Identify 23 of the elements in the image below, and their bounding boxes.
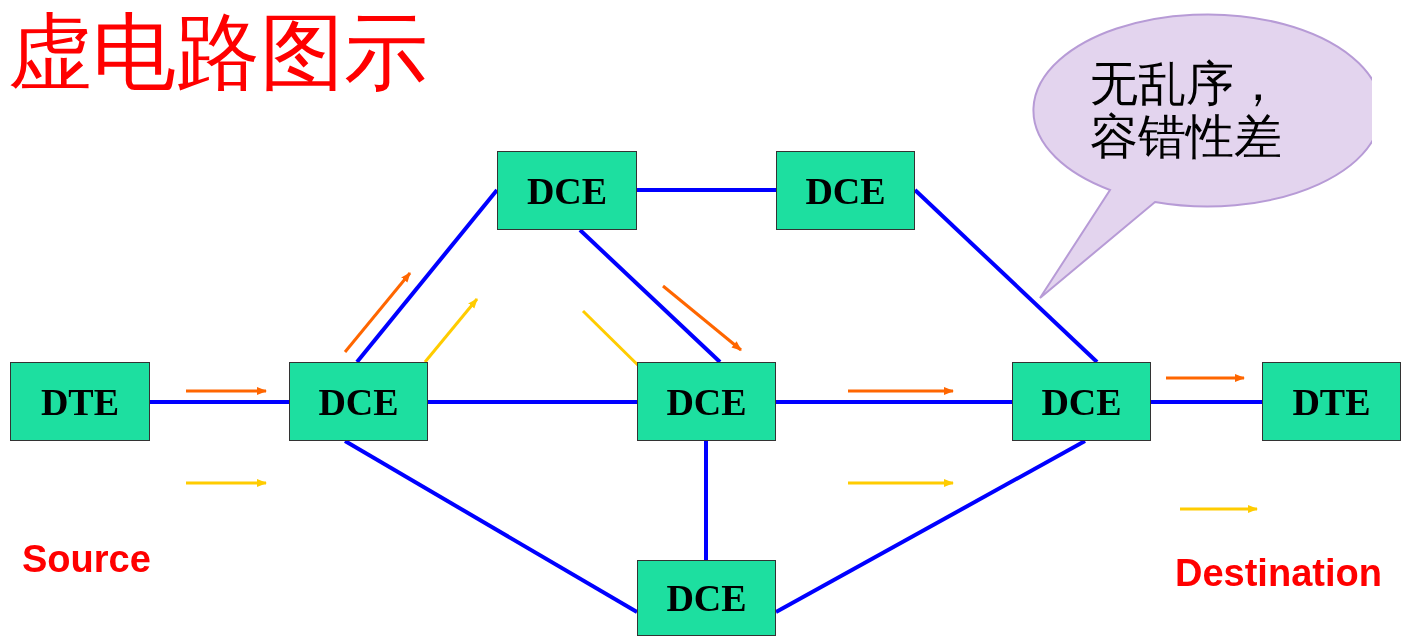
device-box: DCE bbox=[776, 151, 915, 230]
link-line bbox=[355, 188, 499, 364]
end-label: Source bbox=[22, 538, 151, 581]
link-line bbox=[776, 400, 1012, 404]
device-box: DTE bbox=[10, 362, 150, 441]
link-line bbox=[428, 400, 637, 404]
link-line bbox=[704, 441, 708, 560]
link-line bbox=[637, 188, 776, 192]
device-box: DCE bbox=[637, 560, 776, 636]
bubble-text: 无乱序，容错性差 bbox=[1090, 58, 1283, 164]
link-line bbox=[775, 439, 1086, 614]
device-box: DCE bbox=[497, 151, 637, 230]
link-line bbox=[150, 400, 289, 404]
end-label: Destination bbox=[1175, 552, 1382, 595]
link-line bbox=[1151, 400, 1262, 404]
device-box: DCE bbox=[289, 362, 428, 441]
link-line bbox=[913, 188, 1099, 364]
device-box: DTE bbox=[1262, 362, 1401, 441]
link-line bbox=[344, 439, 638, 614]
title: 虚电路图示 bbox=[8, 6, 428, 99]
device-box: DCE bbox=[637, 362, 776, 441]
link-line bbox=[578, 228, 722, 364]
device-box: DCE bbox=[1012, 362, 1151, 441]
